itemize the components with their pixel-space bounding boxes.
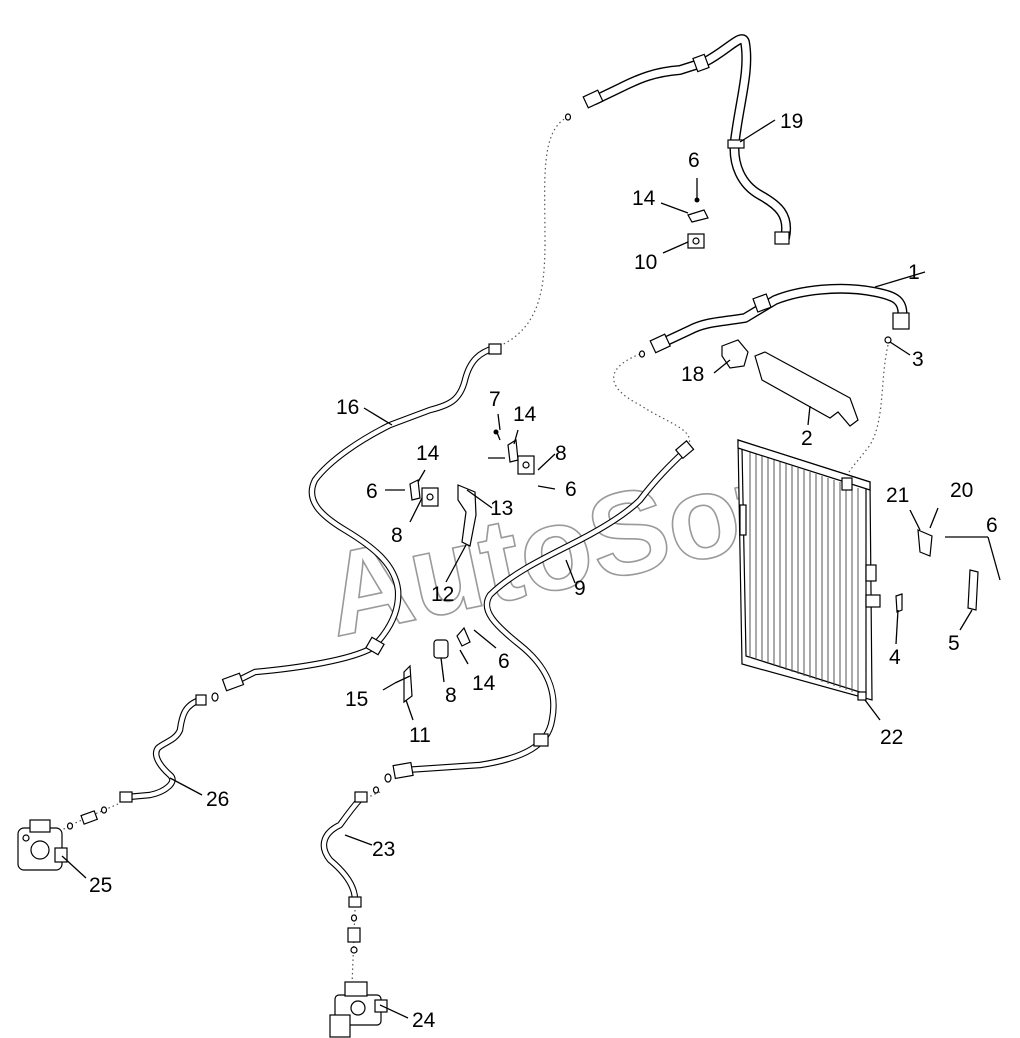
callout-12: 12	[431, 583, 454, 606]
condenser-fins	[749, 452, 859, 694]
callout-15: 15	[345, 688, 368, 711]
valve-24	[329, 981, 388, 1038]
bracket-2	[754, 351, 859, 427]
callout-2: 2	[801, 427, 813, 450]
pipe-23	[320, 791, 368, 954]
hose-9	[372, 440, 695, 794]
callout-21: 21	[886, 484, 909, 507]
callout-14-lower: 14	[472, 672, 496, 695]
callout-9: 9	[574, 577, 586, 600]
callout-6-center: 6	[565, 478, 577, 501]
plate-14-lower	[456, 626, 471, 647]
hose-1	[638, 283, 910, 358]
callout-4: 4	[889, 646, 901, 669]
callout-20: 20	[950, 479, 973, 502]
callout-6-right: 6	[986, 514, 998, 537]
callout-7: 7	[489, 388, 501, 411]
bracket-5	[967, 569, 979, 611]
callout-14-left: 14	[416, 442, 440, 465]
clamp-8-left	[421, 487, 439, 507]
route-line-condenser	[845, 344, 889, 481]
callout-18: 18	[681, 363, 704, 386]
callout-13: 13	[490, 497, 513, 520]
callout-14-top: 14	[632, 187, 656, 210]
clamp-8-lower	[433, 639, 449, 659]
bracket-11	[403, 664, 413, 704]
callout-6-left: 6	[366, 480, 378, 503]
callout-16: 16	[336, 396, 359, 419]
hose-19	[564, 34, 792, 245]
plate-14-center	[507, 438, 519, 463]
pin-4	[895, 593, 903, 613]
callout-6-lower: 6	[498, 650, 510, 673]
clamp-10	[687, 233, 705, 249]
callout-22: 22	[880, 726, 903, 749]
bracket-21	[917, 529, 933, 557]
hose-16	[221, 343, 502, 692]
route-line-24	[351, 909, 356, 986]
callout-8-center: 8	[555, 442, 567, 465]
callout-5: 5	[948, 632, 960, 655]
route-line-26-25	[61, 803, 119, 831]
callout-8-lower: 8	[445, 684, 457, 707]
callout-6-top: 6	[688, 149, 700, 172]
callout-19: 19	[780, 110, 803, 133]
callout-3: 3	[912, 348, 924, 371]
bolt-7	[493, 429, 501, 441]
pipe-26	[66, 692, 219, 830]
condenser-22	[737, 439, 881, 701]
callout-1: 1	[908, 261, 920, 284]
clamp-8-center	[517, 455, 535, 475]
callout-11: 11	[409, 724, 431, 747]
valve-25	[17, 819, 68, 871]
callout-24: 24	[412, 1009, 436, 1032]
callout-14-center: 14	[513, 403, 537, 426]
route-line-16-19	[494, 116, 569, 349]
callout-10: 10	[634, 251, 657, 274]
leader-lines	[61, 119, 1001, 1019]
callout-23: 23	[372, 838, 395, 861]
plate-14-top	[687, 209, 709, 223]
callout-8-left: 8	[391, 524, 403, 547]
callout-numbers: 1 2 3 4 5 6 6 6 6 6 7 8 8 8 9 10 11 12 1…	[89, 110, 998, 1032]
route-line-1-9	[613, 353, 691, 451]
bolt-15	[394, 675, 411, 684]
plate-14-left	[409, 479, 421, 501]
callout-25: 25	[89, 874, 112, 897]
callout-26: 26	[206, 788, 229, 811]
